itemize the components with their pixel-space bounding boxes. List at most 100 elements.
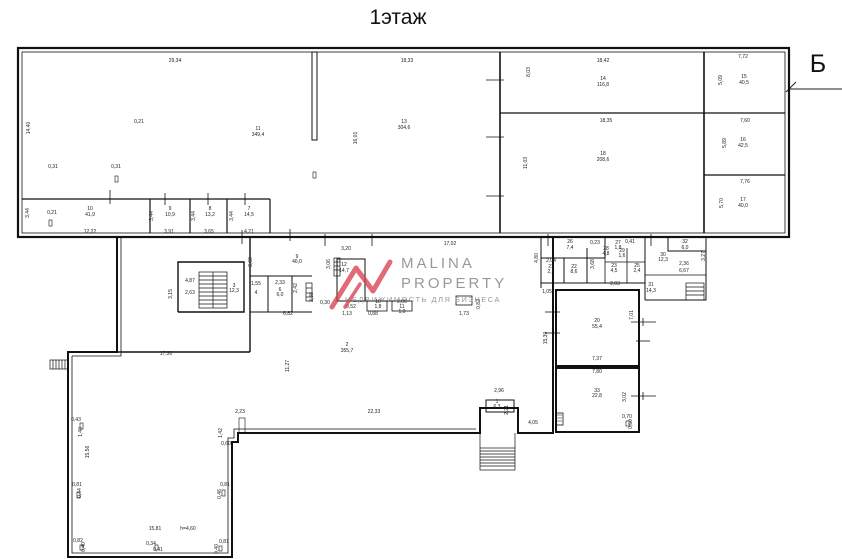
plan-label: 0,81 xyxy=(72,482,82,488)
plan-title: 1этаж xyxy=(369,6,426,29)
plan-label: 16,01 xyxy=(353,132,359,145)
plan-label: 20 xyxy=(594,318,600,324)
plan-label: 14,3 xyxy=(646,288,656,294)
plan-label: 0,31 xyxy=(48,164,58,170)
plan-label: 6,3 xyxy=(494,404,501,410)
plan-label: 29,34 xyxy=(169,58,182,64)
plan-label: 15,56 xyxy=(85,446,91,459)
plan-label: 17,30 xyxy=(160,351,173,357)
plan-label: 6,67 xyxy=(679,268,689,274)
plan-label: 3,44 xyxy=(191,211,197,221)
plan-label: 4,21 xyxy=(244,229,254,235)
plan-label: 6,0 xyxy=(277,292,284,298)
plan-label: 11 xyxy=(255,126,260,132)
plan-label: 14,5 xyxy=(244,212,254,218)
plan-label: 4,05 xyxy=(528,420,538,426)
plan-label: 3,68 xyxy=(590,259,596,269)
plan-label: 2,63 xyxy=(185,290,195,296)
plan-label: 18 xyxy=(600,151,606,157)
plan-label: 7,80 xyxy=(592,369,602,375)
plan-label: 1,73 xyxy=(459,311,469,317)
plan-label: 7,76 xyxy=(740,179,750,185)
plan-label: 0,70 xyxy=(622,414,632,420)
plan-label: 30 xyxy=(660,252,666,258)
plan-label: 4,8 xyxy=(603,251,610,257)
plan-label: 4,87 xyxy=(185,278,195,284)
plan-label: 1,8 xyxy=(375,304,382,310)
plan-label: 28 xyxy=(603,246,609,252)
plan-label: 40,5 xyxy=(739,80,749,86)
plan-label: 116,8 xyxy=(597,82,609,88)
plan-label: 6,0 xyxy=(682,245,689,251)
plan-label: 17,02 xyxy=(444,241,457,247)
plan-label: 1,0 xyxy=(399,309,406,315)
plan-label: 3,60 xyxy=(248,257,254,267)
plan-label: 10 xyxy=(87,206,93,212)
plan-label: 6 xyxy=(279,287,282,293)
plan-label: 1,13 xyxy=(342,311,352,317)
section-marker-letter: Б xyxy=(810,50,826,78)
watermark-line2: PROPERTY xyxy=(401,275,507,292)
plan-label: 7,4 xyxy=(567,245,574,251)
plan-label: 29 xyxy=(619,248,625,254)
plan-label: 18,42 xyxy=(597,58,610,64)
plan-label: 3,27 xyxy=(701,251,707,261)
plan-label: 14,40 xyxy=(26,122,32,135)
plan-label: 2,23 xyxy=(235,409,245,415)
plan-label: 0,81 xyxy=(220,482,230,488)
plan-label: 27 xyxy=(615,240,621,246)
plan-label: 16 xyxy=(740,137,746,143)
plan-label: 40,0 xyxy=(738,203,748,209)
stairs xyxy=(49,257,705,471)
plan-label: 22,33 xyxy=(368,409,381,415)
plan-label: 42,5 xyxy=(738,143,748,149)
plan-label: 2,03 xyxy=(610,281,620,287)
plan-label: 15,81 xyxy=(149,526,162,532)
plan-label: 12,3 xyxy=(658,257,668,263)
plan-label: 0,44 xyxy=(77,488,83,498)
plan-label: 5,09 xyxy=(718,75,724,85)
plan-label: 8,6 xyxy=(571,269,578,275)
plan-label: 14,7 xyxy=(339,268,349,274)
plan-label: 5,89 xyxy=(722,138,728,148)
plan-label: 55,4 xyxy=(592,324,602,330)
plan-label: 9 xyxy=(296,254,299,260)
plan-label: 5,70 xyxy=(719,198,725,208)
plan-label: 8 xyxy=(209,206,212,212)
plan-label: 4 xyxy=(255,290,258,296)
plan-label: 2,38 xyxy=(309,292,315,302)
plan-label: 18,33 xyxy=(401,58,414,64)
plan-label: 0,46 xyxy=(217,489,223,499)
plan-label: 41,9 xyxy=(85,212,95,218)
plan-label: 0,43 xyxy=(71,417,81,423)
plan-label: 15 xyxy=(741,74,747,80)
plan-label: 11,27 xyxy=(285,360,291,372)
plan-label: 7,60 xyxy=(740,118,750,124)
plan-label: 1,42 xyxy=(218,428,224,438)
plan-label: 2,33 xyxy=(275,280,285,286)
plan-label: 0,82 xyxy=(73,538,83,544)
plan-label: 208,6 xyxy=(597,157,610,163)
plan-label: 0,41 xyxy=(625,239,635,245)
plan-label: 2,42 xyxy=(293,283,299,293)
plan-label: 6,82 xyxy=(283,311,293,317)
plan-label: 0,60 xyxy=(221,441,231,447)
plan-label: 0,23 xyxy=(590,240,600,246)
plan-label: 3,02 xyxy=(622,392,628,402)
plan-label: 12,3 xyxy=(229,288,239,294)
plan-label: 2,06 xyxy=(397,299,407,305)
plan-label: 3,91 xyxy=(164,229,174,235)
door-ticks xyxy=(109,190,652,342)
plan-label: 22,8 xyxy=(592,393,602,399)
plan-label: 11 xyxy=(399,304,404,310)
plan-label: 22 xyxy=(571,264,577,270)
plan-label: 1 xyxy=(496,399,499,405)
plan-label: 3,15 xyxy=(168,289,174,299)
plan-label: 2,21 xyxy=(504,405,510,415)
plan-label: 2,36 xyxy=(679,261,689,267)
plan-label: 3,20 xyxy=(341,246,351,252)
plan-label: 2,96 xyxy=(494,388,504,394)
plan-label: 15,30 xyxy=(543,332,549,345)
